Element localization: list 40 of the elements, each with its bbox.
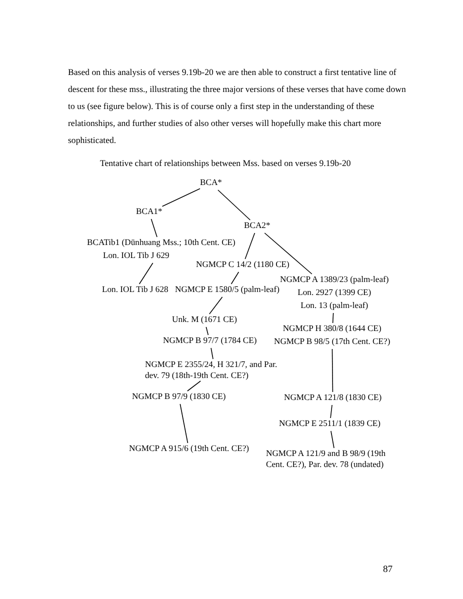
manuscript-label: BCA2* (244, 220, 270, 231)
connector-line (330, 430, 334, 448)
manuscript-label: NGMCP A 121/9 and B 98/9 (19th Cent. CE?), Par. dev. 78 (undated) (266, 448, 387, 470)
connector-line (244, 232, 256, 260)
manuscript-label: NGMCP C 14/2 (1180 CE) (196, 259, 290, 270)
connector-line (162, 188, 200, 207)
manuscript-label: BCATib1 (Dūnhuang Mss.; 10th Cent. CE) (87, 237, 236, 248)
connector-line (230, 272, 240, 284)
connector-line (264, 232, 312, 274)
manuscript-label: Unk. M (1671 CE) (172, 314, 237, 325)
manuscript-label: NGMCP A 121/8 (1830 CE) (284, 392, 382, 403)
connector-line (218, 190, 251, 220)
manuscript-label: Lon. IOL Tib J 629 (103, 250, 170, 261)
manuscript-label: Lon. 2927 (1399 CE) (296, 287, 372, 298)
connector-line (138, 262, 154, 284)
connector-line (209, 296, 223, 314)
manuscript-label: NGMCP H 380/8 (1644 CE) (282, 323, 382, 334)
connector-line (332, 348, 334, 392)
manuscript-label: NGMCP B 98/5 (17th Cent. CE?) (274, 336, 390, 347)
connector-line (210, 348, 214, 360)
page-number: 87 (383, 563, 393, 577)
manuscript-label: NGMCP E 1580/5 (palm-leaf) (175, 284, 280, 295)
chart-title: Tentative chart of relationships between Mss. based on verses 9.19b-20 (100, 157, 351, 170)
manuscript-label: Lon. 13 (palm-leaf) (300, 300, 370, 311)
manuscript-label: NGMCP A 1389/23 (palm-leaf) (280, 274, 389, 285)
paragraph: Based on this analysis of verses 9.19b-20 we are then able to construct a first tentative line of descent for these mss., illustrating the three major versions of these verses that have come down to us (see figure below). This is of course only a first step in the understanding of these relationships, and further studies of also other verses will hopefully make this chart more sophisticated. (68, 66, 407, 147)
connector-line (180, 404, 188, 444)
manuscript-label: BCA1* (136, 206, 162, 217)
manuscript-label: NGMCP A 915/6 (19th Cent. CE?) (129, 443, 249, 454)
manuscript-label: BCA* (200, 177, 222, 188)
manuscript-label: NGMCP B 97/9 (1830 CE) (132, 391, 226, 402)
manuscript-label: Lon. IOL Tib J 628 (102, 284, 168, 295)
manuscript-label: NGMCP B 97/7 (1784 CE) (163, 335, 257, 346)
connector-line (330, 404, 332, 418)
manuscript-label: NGMCP E 2511/1 (1839 CE) (279, 418, 381, 429)
manuscript-label: NGMCP E 2355/24, H 321/7, and Par. dev. 79 (18th-19th Cent. CE?) (145, 359, 278, 381)
connector-line (150, 218, 158, 238)
connector-line (187, 380, 201, 392)
connector-line (332, 312, 334, 324)
connector-line (206, 326, 209, 336)
